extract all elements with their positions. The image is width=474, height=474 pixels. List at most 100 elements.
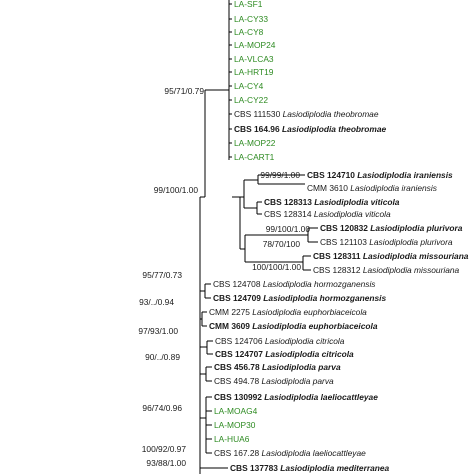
taxon-code: CBS 128314 [264,209,312,219]
support-value: 95/77/0.73 [142,270,182,280]
support-value: 97/93/1.00 [138,326,178,336]
taxon-code: LA-HUA6 [214,434,250,444]
taxon-code: CBS 164.96 [234,124,280,134]
taxon-label: CBS 111530 Lasiodiplodia theobromae [234,109,379,119]
taxon-label: CBS 124708 Lasiodiplodia hormozganensis [213,279,376,289]
taxon-label: CBS 124710 Lasiodiplodia iraniensis [307,170,453,180]
taxon-label: CBS 124706 Lasiodiplodia citricola [215,336,345,346]
taxon-code: CBS 128313 [264,197,312,207]
taxon-label: CBS 121103 Lasiodiplodia plurivora [320,237,453,247]
taxon-label: CBS 128313 Lasiodiplodia viticola [264,197,400,207]
support-value: 100/92/0.97 [142,444,187,454]
taxon-label: CBS 494.78 Lasiodiplodia parva [214,376,334,386]
taxon-species: Lasiodiplodia iraniensis [348,183,438,193]
taxon-species: Lasiodiplodia missouriana [361,251,469,261]
taxon-labels: LA-SF1LA-CY33LA-CY8LA-MOP24LA-VLCA3LA-HR… [209,0,469,473]
taxon-code: CBS 124706 [215,336,263,346]
taxon-code: LA-MOP24 [234,40,276,50]
taxon-species: Lasiodiplodia plurivora [368,223,463,233]
taxon-label: CBS 128311 Lasiodiplodia missouriana [313,251,469,261]
taxon-code: LA-CY4 [234,81,264,91]
taxon-label: LA-MOP24 [234,40,276,50]
taxon-label: CBS 124709 Lasiodiplodia hormozganensis [213,293,386,303]
taxon-code: CMM 3610 [307,183,348,193]
taxon-code: CBS 121103 [320,237,367,247]
taxon-code: CBS 128312 [313,265,361,275]
taxon-label: LA-HRT19 [234,67,274,77]
taxon-species: Lasiodiplodia theobromae [280,124,387,134]
taxon-label: CBS 120832 Lasiodiplodia plurivora [320,223,463,233]
taxon-code: LA-CY8 [234,27,264,37]
taxon-label: LA-CART1 [234,152,275,162]
taxon-species: Lasiodiplodia citricola [263,349,354,359]
support-value: 93/88/1.00 [146,458,186,468]
taxon-code: LA-SF1 [234,0,263,9]
taxon-code: LA-HRT19 [234,67,274,77]
taxon-code: CBS 111530 [234,109,281,119]
taxon-label: CBS 137783 Lasiodiplodia mediterranea [230,463,390,473]
taxon-species: Lasiodiplodia euphorbiaceicola [250,307,367,317]
taxon-code: CBS 167.28 [214,448,260,458]
taxon-code: CBS 124710 [307,170,355,180]
support-value: 96/74/0.96 [142,403,182,413]
taxon-label: CBS 128312 Lasiodiplodia missouriana [313,265,460,275]
support-value: 100/100/1.00 [252,262,301,272]
taxon-species: Lasiodiplodia laeliocattleyae [262,392,378,402]
taxon-label: LA-HUA6 [214,434,250,444]
taxon-label: CBS 167.28 Lasiodiplodia laeliocattleyae [214,448,366,458]
taxon-code: LA-MOAG4 [214,406,258,416]
taxon-code: CMM 2275 [209,307,250,317]
taxon-code: CBS 130992 [214,392,262,402]
support-value: 99/100/1.00 [154,185,199,195]
taxon-code: LA-VLCA3 [234,54,274,64]
taxon-label: LA-MOP30 [214,420,256,430]
taxon-species: Lasiodiplodia theobromae [280,109,379,119]
taxon-label: LA-CY8 [234,27,264,37]
support-value: 78/70/100 [263,239,301,249]
taxon-species: Lasiodiplodia missouriana [361,265,460,275]
taxon-species: Lasiodiplodia viticola [312,209,391,219]
support-value: 93/../0.94 [139,297,174,307]
taxon-species: Lasiodiplodia mediterranea [278,463,390,473]
taxon-species: Lasiodiplodia hormozganensis [261,279,377,289]
taxon-species: Lasiodiplodia parva [259,376,334,386]
support-value: 99/99/1.00 [260,170,300,180]
taxon-label: CBS 124707 Lasiodiplodia citricola [215,349,354,359]
taxon-label: LA-VLCA3 [234,54,274,64]
support-value: 99/100/1.00 [266,224,311,234]
support-value: 95/71/0.79 [164,86,204,96]
taxon-code: CBS 494.78 [214,376,260,386]
taxon-code: LA-CY22 [234,95,268,105]
taxon-label: LA-CY33 [234,14,268,24]
taxon-label: CBS 456.78 Lasiodiplodia parva [214,362,341,372]
support-labels: 95/71/0.79 99/99/1.00 99/100/1.00 99/100/1.… [138,86,310,468]
taxon-species: Lasiodiplodia iraniensis [355,170,453,180]
taxon-label: CBS 164.96 Lasiodiplodia theobromae [234,124,387,134]
tree-branches [199,0,318,474]
taxon-species: Lasiodiplodia hormozganensis [261,293,387,303]
taxon-label: CMM 2275 Lasiodiplodia euphorbiaceicola [209,307,367,317]
taxon-label: CMM 3609 Lasiodiplodia euphorbiaceicola [209,321,378,331]
taxon-species: Lasiodiplodia viticola [312,197,400,207]
taxon-code: LA-MOP22 [234,138,276,148]
taxon-code: CMM 3609 [209,321,250,331]
taxon-code: LA-CY33 [234,14,268,24]
taxon-code: LA-CART1 [234,152,275,162]
taxon-code: CBS 456.78 [214,362,260,372]
taxon-code: CBS 124709 [213,293,261,303]
taxon-species: Lasiodiplodia laeliocattleyae [259,448,366,458]
taxon-label: LA-CY22 [234,95,268,105]
taxon-species: Lasiodiplodia parva [260,362,341,372]
taxon-species: Lasiodiplodia citricola [263,336,345,346]
taxon-code: CBS 124707 [215,349,263,359]
taxon-label: LA-SF1 [234,0,263,9]
taxon-species: Lasiodiplodia plurivora [367,237,453,247]
support-value: 90/../0.89 [145,352,180,362]
taxon-code: CBS 120832 [320,223,368,233]
taxon-code: CBS 128311 [313,251,361,261]
taxon-label: CBS 130992 Lasiodiplodia laeliocattleyae [214,392,378,402]
taxon-species: Lasiodiplodia euphorbiaceicola [250,321,378,331]
taxon-label: CBS 128314 Lasiodiplodia viticola [264,209,391,219]
taxon-label: LA-MOP22 [234,138,276,148]
